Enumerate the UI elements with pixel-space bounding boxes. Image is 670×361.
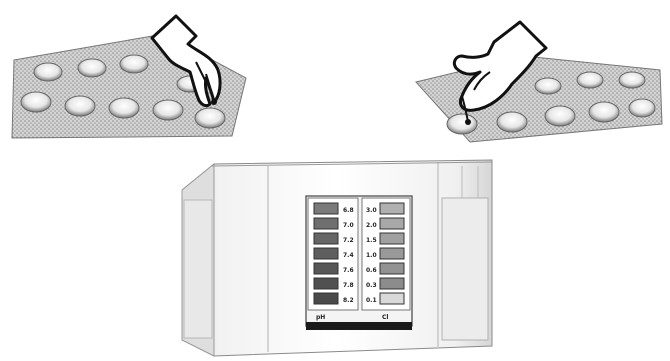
comparator-box-icon: 6.8 7.0 7.2 7.4 7.6 7.8 8.2 3.0 2.0 <box>182 160 492 356</box>
right-swatch-label: 0.6 <box>366 267 377 274</box>
comparator-bottom-bar <box>306 322 412 330</box>
left-swatch-label: 7.2 <box>343 237 354 244</box>
left-swatch-label: 7.4 <box>343 252 354 259</box>
left-swatch <box>314 233 338 244</box>
left-swatch-label: 8.2 <box>343 297 354 304</box>
left-column-footer: pH <box>316 314 325 321</box>
right-swatch <box>380 248 404 259</box>
left-swatch-label: 6.8 <box>343 207 354 214</box>
right-swatch <box>380 203 404 214</box>
left-swatch <box>314 263 338 274</box>
left-swatch <box>314 278 338 289</box>
right-column-footer: Cl <box>382 314 388 321</box>
right-swatch <box>380 293 404 304</box>
right-swatch <box>380 233 404 244</box>
right-swatch-label: 2.0 <box>366 222 377 229</box>
left-swatch-label: 7.8 <box>343 282 354 289</box>
left-swatch <box>314 218 338 229</box>
right-swatch-label: 1.0 <box>366 252 377 259</box>
right-swatch <box>380 263 404 274</box>
color-chart-panel: 6.8 7.0 7.2 7.4 7.6 7.8 8.2 3.0 2.0 <box>306 196 412 330</box>
right-swatch-label: 0.3 <box>366 282 377 289</box>
right-swatch <box>380 278 404 289</box>
right-swatch-label: 1.5 <box>366 237 377 244</box>
right-swatch-label: 0.1 <box>366 297 377 304</box>
left-swatch-label: 7.6 <box>343 267 354 274</box>
left-swatch <box>314 203 338 214</box>
right-swatch-label: 3.0 <box>366 207 377 214</box>
right-swatch <box>380 218 404 229</box>
left-swatch <box>314 293 338 304</box>
left-swatch <box>314 248 338 259</box>
right-blister-strip <box>416 56 662 142</box>
left-swatch-label: 7.0 <box>343 222 354 229</box>
